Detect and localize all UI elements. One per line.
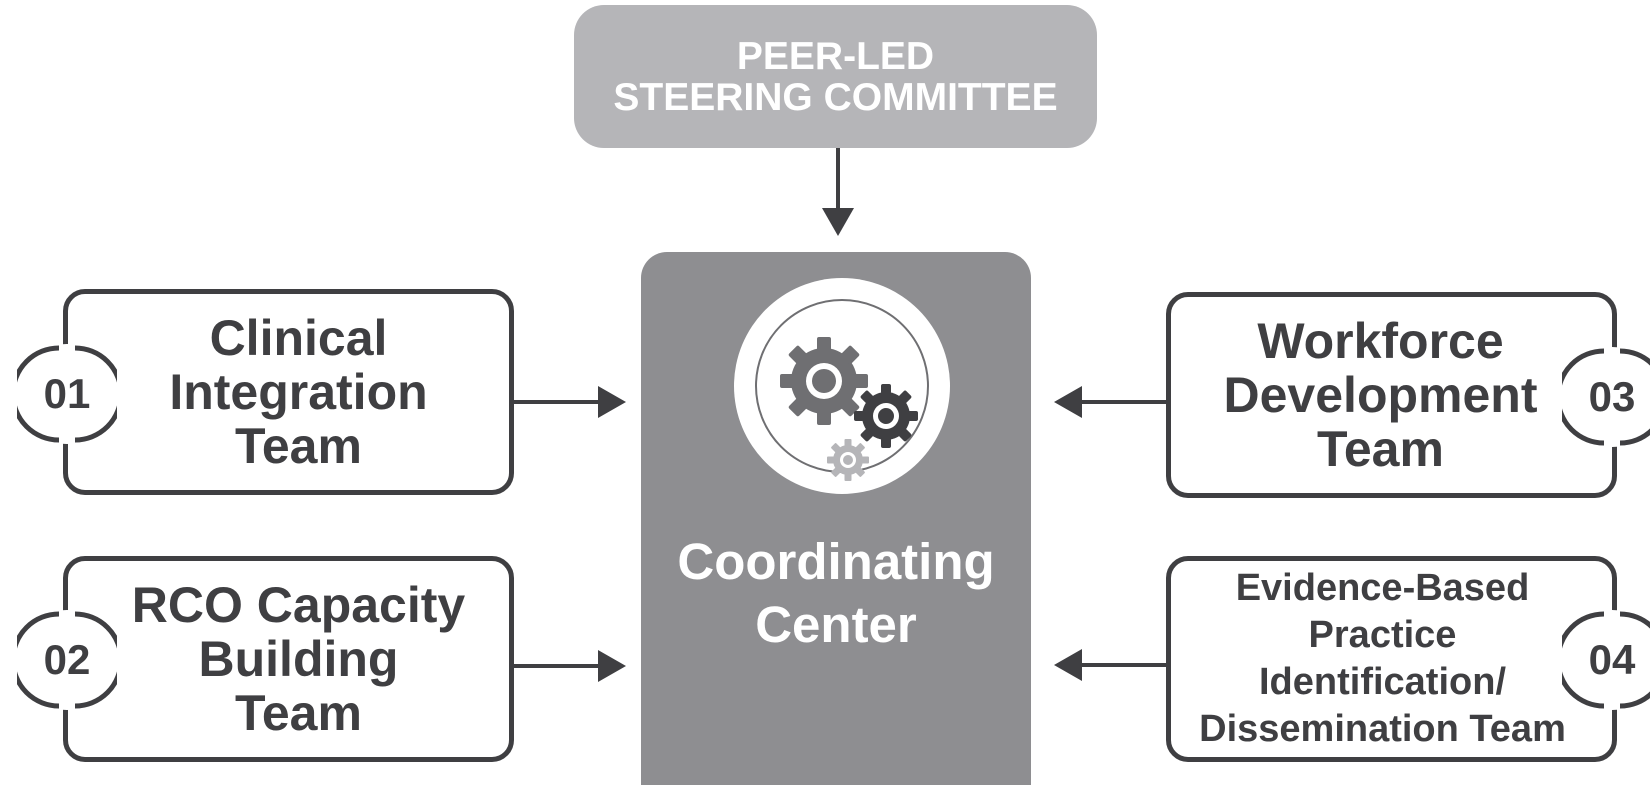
- team-04-line-4: Dissemination Team: [1199, 708, 1566, 750]
- team-04-badge: 04: [1562, 610, 1650, 710]
- center-line-1: Coordinating: [677, 533, 995, 590]
- team-03-line-1: Workforce: [1257, 313, 1504, 369]
- team-01-badge: 01: [17, 344, 117, 444]
- team-01-line-2: Integration: [169, 364, 428, 420]
- team-01-line-3: Team: [235, 418, 362, 474]
- gears-icon: [734, 278, 950, 494]
- team-03-badge: 03: [1562, 347, 1650, 447]
- team-01-box: Clinical Integration Team: [63, 289, 514, 495]
- team-04-line-1: Evidence-Based: [1235, 567, 1530, 609]
- team-04-line-3: Identification/: [1259, 661, 1506, 703]
- team-04-line-2: Practice: [1308, 614, 1457, 656]
- team-04-number: 04: [1588, 636, 1636, 683]
- team-02-line-1: RCO Capacity: [131, 577, 466, 633]
- team-03-line-2: Development: [1223, 367, 1538, 423]
- team-03-line-3: Team: [1317, 421, 1444, 477]
- coordinating-center-box: Coordinating Center: [641, 252, 1031, 785]
- team-02-number: 02: [43, 636, 91, 683]
- team-02-line-3: Team: [235, 685, 362, 741]
- steering-committee-box: PEER-LED STEERING COMMITTEE: [574, 5, 1097, 148]
- team-04-box: Evidence-Based Practice Identification/ …: [1166, 556, 1617, 762]
- team-02-badge: 02: [17, 610, 117, 710]
- team-01-line-1: Clinical: [209, 310, 388, 366]
- team-03-number: 03: [1588, 373, 1636, 420]
- steering-line-2: STEERING COMMITTEE: [613, 75, 1058, 119]
- team-02-box: RCO Capacity Building Team: [63, 556, 514, 762]
- steering-line-1: PEER-LED: [736, 34, 935, 78]
- center-line-2: Center: [755, 596, 917, 653]
- team-03-box: Workforce Development Team: [1166, 292, 1617, 498]
- coordinating-center-label: Coordinating Center: [641, 530, 1031, 656]
- team-01-number: 01: [43, 370, 91, 417]
- team-02-line-2: Building: [198, 631, 399, 687]
